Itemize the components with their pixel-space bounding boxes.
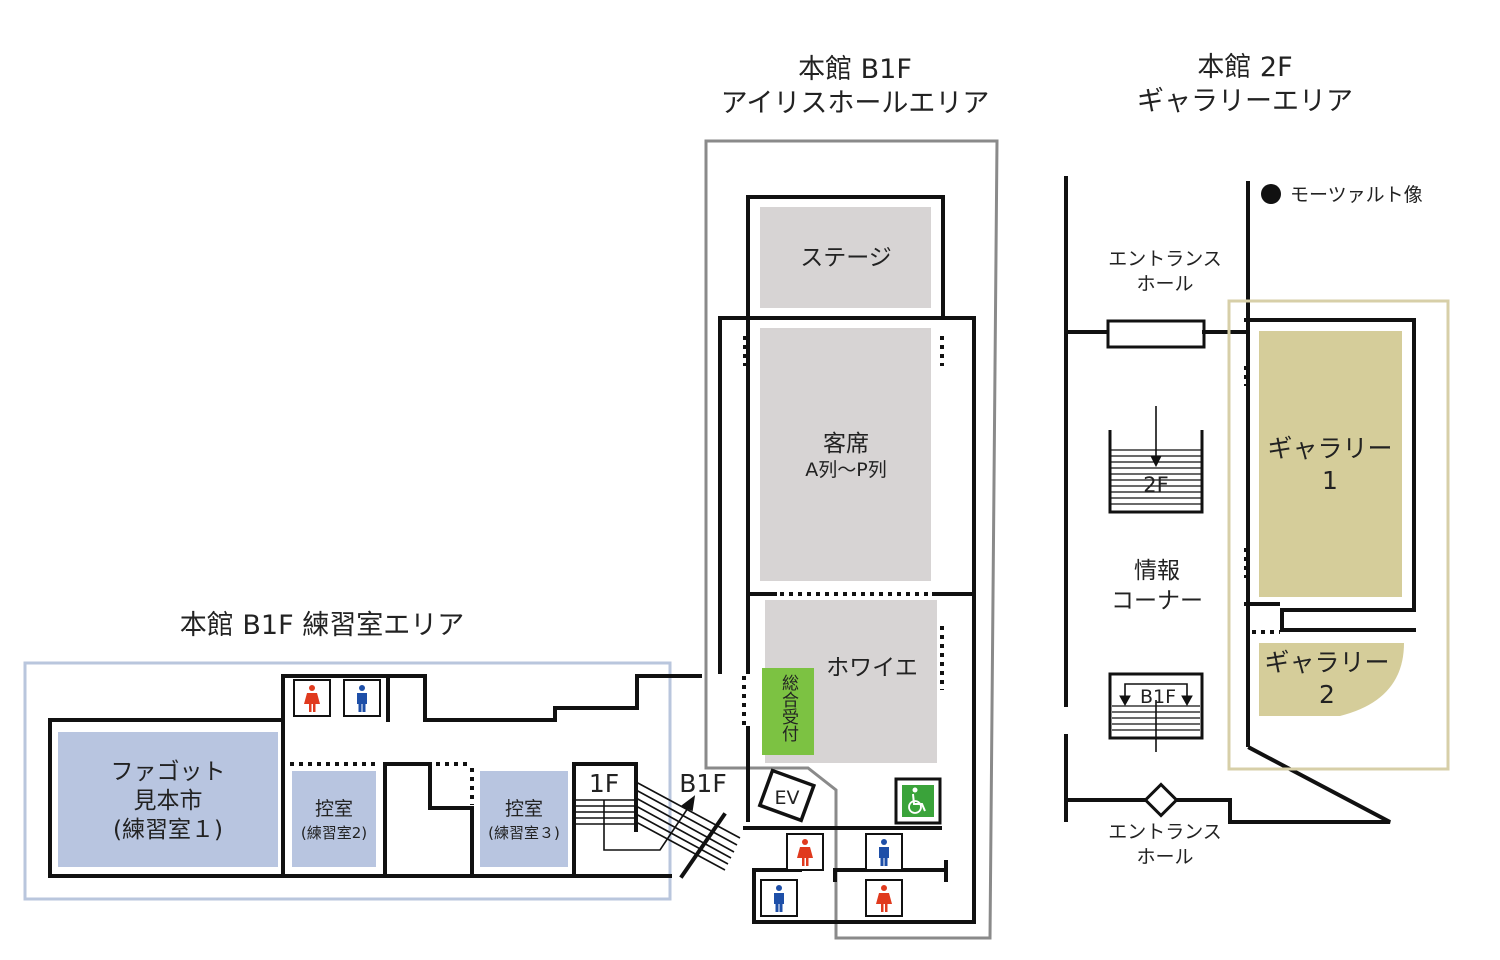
male-restroom-icon[interactable] [343, 679, 381, 717]
foyer-label: ホワイエ [826, 655, 918, 681]
reception-desk[interactable] [762, 668, 814, 755]
hikae3-label: 控室 [505, 798, 543, 820]
gallery2-label-2: 2 [1319, 680, 1335, 709]
hikae3-sub-label: (練習室３) [488, 824, 560, 842]
room-fagot[interactable] [58, 732, 278, 867]
seats-rows-label: A列〜P列 [805, 459, 886, 481]
gallery2-label-1: ギャラリー [1264, 648, 1389, 677]
stairs-icon [576, 781, 741, 871]
stair-1f-label: 1F [589, 769, 619, 798]
practice-area-border [23, 661, 672, 901]
room-stage[interactable] [760, 207, 931, 308]
reception-label: 総合受付 [778, 674, 799, 743]
seats-label: 客席 [823, 431, 869, 457]
male-restroom-icon[interactable] [865, 833, 903, 871]
gallery-area [1064, 176, 1450, 824]
female-restroom-icon[interactable] [865, 879, 903, 917]
stage-label: ステージ [800, 245, 892, 271]
iris-area-title-line2: アイリスホールエリア [721, 88, 990, 119]
room-hikae-3[interactable] [480, 771, 568, 867]
elevator-label: EV [774, 787, 799, 809]
iris-area-border [704, 139, 999, 940]
fagot-label-1: ファゴット [111, 759, 226, 785]
entrance-top-label-2: ホール [1136, 273, 1193, 295]
female-restroom-icon[interactable] [786, 833, 824, 871]
room-hikae-2[interactable] [292, 771, 376, 867]
mozart-statue-dot-icon [1261, 184, 1281, 204]
entrance-bottom-label-2: ホール [1136, 846, 1193, 868]
stair-2f-label: 2F [1143, 473, 1168, 497]
stairs-icon [1108, 672, 1204, 752]
practice-area [23, 661, 741, 901]
iris-hall-area [704, 139, 999, 940]
accessible-toilet-icon[interactable] [894, 777, 942, 825]
room-gallery-2[interactable] [1259, 643, 1404, 716]
gallery1-label-2: 1 [1322, 466, 1338, 495]
info-corner-label-1: 情報 [1134, 558, 1180, 584]
gallery-area-title-line1: 本館 2F [1197, 52, 1292, 83]
elevator-icon[interactable] [757, 768, 817, 823]
info-corner-label-2: コーナー [1111, 588, 1203, 614]
gallery1-label-1: ギャラリー [1267, 434, 1392, 463]
iris-area-title-line1: 本館 B1F [798, 54, 912, 85]
male-restroom-icon[interactable] [760, 879, 798, 917]
hikae2-label: 控室 [315, 798, 353, 820]
mozart-label: モーツァルト像 [1290, 184, 1423, 206]
gallery-area-border [1227, 299, 1450, 771]
stair-b1f-gallery-label: B1F [1140, 686, 1176, 708]
stairs-icon [1108, 406, 1204, 514]
gallery-area-title-line2: ギャラリーエリア [1137, 86, 1353, 117]
fagot-label-3: (練習室１) [113, 817, 223, 843]
stair-b1f-label: B1F [679, 769, 726, 798]
hikae2-sub-label: (練習室2) [301, 824, 367, 842]
room-gallery-1[interactable] [1259, 331, 1402, 597]
room-seats[interactable] [760, 328, 931, 581]
practice-area-title: 本館 B1F 練習室エリア [180, 610, 464, 641]
female-restroom-icon[interactable] [293, 679, 331, 717]
entrance-bottom-label-1: エントランス [1108, 821, 1222, 843]
entrance-top-label-1: エントランス [1108, 248, 1222, 270]
fagot-label-2: 見本市 [134, 788, 203, 814]
